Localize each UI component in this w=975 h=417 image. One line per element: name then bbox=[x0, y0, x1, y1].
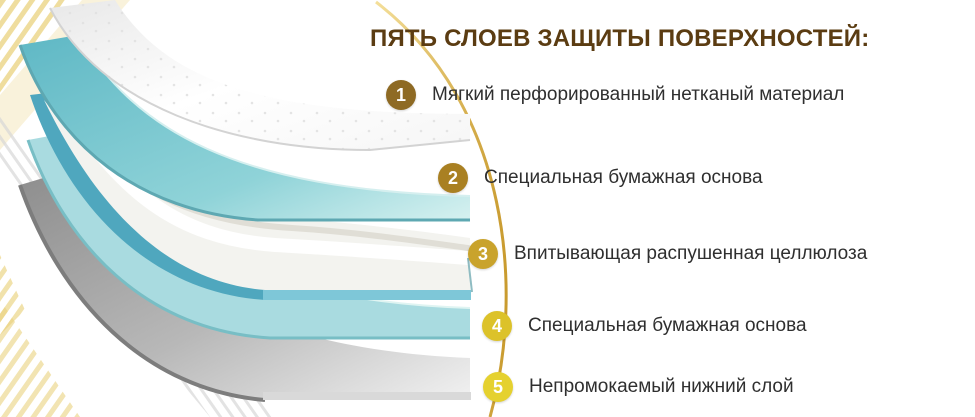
layer-item-5: 5 Непромокаемый нижний слой bbox=[483, 370, 794, 404]
layer-label-2: Специальная бумажная основа bbox=[484, 167, 763, 188]
layer-item-1: 1 Мягкий перфорированный нетканый матери… bbox=[386, 78, 844, 112]
layer-item-2: 2 Специальная бумажная основа bbox=[438, 161, 763, 195]
layer-number-badge-4: 4 bbox=[482, 311, 512, 341]
layer-item-4: 4 Специальная бумажная основа bbox=[482, 309, 807, 343]
layer-label-4: Специальная бумажная основа bbox=[528, 315, 807, 336]
page-title: ПЯТЬ СЛОЕВ ЗАЩИТЫ ПОВЕРХНОСТЕЙ: bbox=[370, 25, 870, 52]
layer-number-badge-5: 5 bbox=[483, 372, 513, 402]
gold-arc bbox=[375, 0, 508, 417]
layer-item-3: 3 Впитывающая распушенная целлюлоза bbox=[468, 237, 867, 271]
layer-number-badge-1: 1 bbox=[386, 80, 416, 110]
layer-1-shape bbox=[49, 0, 471, 152]
layer-label-1: Мягкий перфорированный нетканый материал bbox=[432, 84, 845, 105]
layer-number-badge-2: 2 bbox=[438, 163, 468, 193]
layer-label-3: Впитывающая распушенная целлюлоза bbox=[514, 243, 868, 264]
layer-number-badge-3: 3 bbox=[468, 239, 498, 269]
layer-label-5: Непромокаемый нижний слой bbox=[529, 376, 794, 397]
layer-5-shape bbox=[18, 170, 471, 402]
